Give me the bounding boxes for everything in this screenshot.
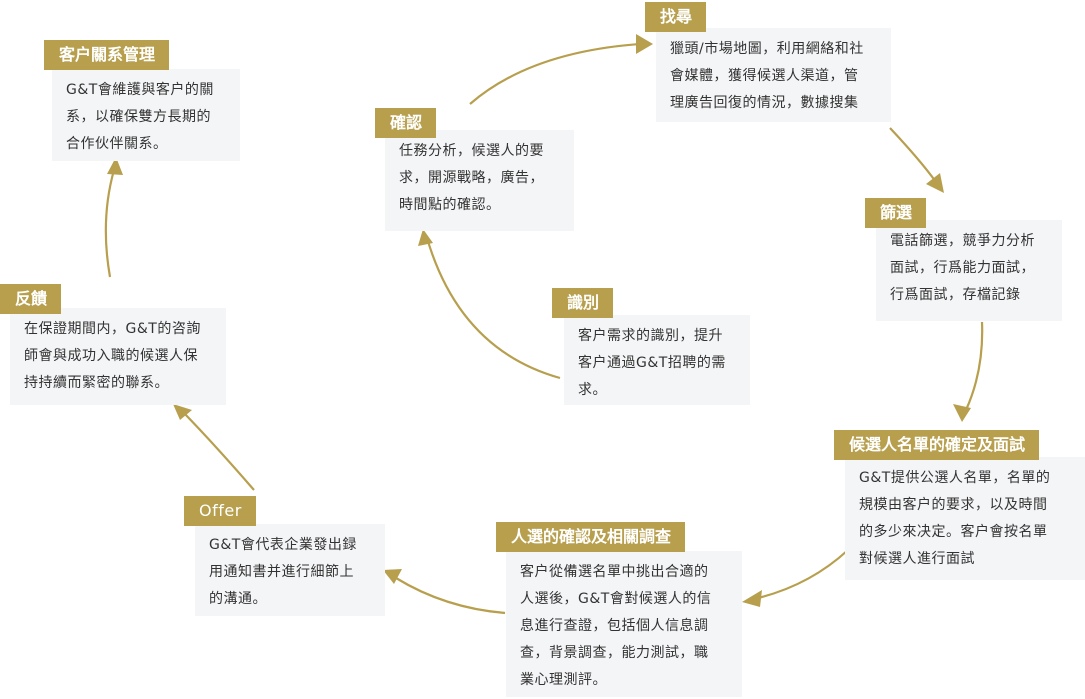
stage-line: 系，以確保雙方長期的	[66, 109, 211, 125]
arrow-shortlist-to-selection	[757, 549, 849, 600]
arrow-identify-to-confirm	[425, 237, 561, 380]
stage-line: 求，開源戰略，廣告，	[399, 170, 544, 186]
stage-box-offer: G&T會代表企業發出録 用通知書并進行細節上 的溝通。	[195, 524, 385, 616]
stage-title-search: 找尋	[645, 2, 707, 32]
stage-line: 師會與成功入職的候選人保	[24, 348, 198, 364]
stage-box-selection: 客户從備選名單中挑出合適的 人選後，G&T會對候選人的信 息進行查證，包括個人信…	[506, 551, 742, 697]
stage-line: 在保證期間内，G&T的咨詢	[24, 321, 201, 337]
stage-line: 客户從備選名單中挑出合適的	[520, 564, 709, 580]
stage-title-screening: 篩選	[865, 198, 927, 228]
stage-line: 求。	[578, 382, 607, 398]
arrowhead-feedback	[173, 404, 192, 420]
stage-line: 會媒體，獲得候選人渠道，管	[670, 68, 859, 84]
stage-title-confirm: 確認	[375, 108, 437, 138]
arrow-offer-to-feedback	[182, 411, 255, 491]
stage-line: 人選後，G&T會對候選人的信	[520, 591, 712, 607]
stage-line: 客户通過G&T招聘的需	[578, 355, 726, 371]
stage-line: 行爲面試，存檔記錄	[890, 287, 1021, 303]
stage-line: 合作伙伴關系。	[66, 136, 168, 152]
stage-line: 息進行查證，包括個人信息調	[520, 618, 709, 634]
stage-line: 持持續而緊密的聯系。	[24, 375, 169, 391]
stage-line: 業心理測評。	[520, 672, 607, 688]
stage-box-relationship: G&T會維護與客户的關 系，以確保雙方長期的 合作伙伴關系。	[52, 69, 240, 161]
arrowhead-screening	[926, 173, 944, 193]
arrow-screening-to-shortlist	[964, 321, 984, 411]
stage-title-selection: 人選的確認及相關調查	[496, 522, 686, 552]
stage-line: 時間點的確認。	[399, 197, 501, 213]
arrow-selection-to-offer	[395, 577, 506, 615]
stage-box-shortlist: G&T提供公選人名單，名單的 規模由客户的要求，以及時間 的多少來决定。客户會按…	[845, 457, 1085, 580]
stage-box-identify: 客户需求的識別，提升 客户通過G&T招聘的需 求。	[564, 315, 750, 405]
stage-box-search: 獵頭/市場地圖，利用網絡和社 會媒體，獲得候選人渠道，管 理廣告回復的情況，數據…	[656, 28, 891, 122]
stage-line: 客户需求的識別，提升	[578, 328, 723, 344]
stage-title-identify: 識別	[552, 288, 614, 318]
stage-box-feedback: 在保證期間内，G&T的咨詢 師會與成功入職的候選人保 持持續而緊密的聯系。	[10, 308, 226, 405]
stage-title-shortlist: 候選人名單的確定及面試	[834, 430, 1040, 460]
stage-line: G&T提供公選人名單，名單的	[859, 470, 1051, 486]
stage-line: 的多少來决定。客户會按名單	[859, 524, 1048, 540]
arrow-feedback-to-relationship	[104, 169, 116, 278]
stage-line: 任務分析，候選人的要	[399, 143, 544, 159]
stage-title-relationship: 客户關系管理	[44, 40, 170, 70]
stage-line: 獵頭/市場地圖，利用網絡和社	[670, 41, 864, 57]
stage-line: 查，背景調查，能力測試，職	[520, 645, 709, 661]
stage-line: 理廣告回復的情況，數據搜集	[670, 95, 859, 111]
arrow-confirm-to-search	[469, 42, 641, 105]
arrowhead-offer	[383, 569, 402, 584]
stage-title-offer: Offer	[184, 496, 256, 526]
stage-line: 用通知書并進行細節上	[209, 564, 354, 580]
arrowhead-confirm	[418, 229, 433, 246]
stage-line: G&T會維護與客户的關	[66, 82, 214, 98]
stage-line: 電話篩選，競爭力分析	[890, 233, 1035, 249]
stage-line: G&T會代表企業發出録	[209, 537, 357, 553]
stage-box-screening: 電話篩選，競爭力分析 面試，行爲能力面試， 行爲面試，存檔記錄	[876, 220, 1062, 321]
stage-line: 規模由客户的要求，以及時間	[859, 497, 1048, 513]
stage-line: 對候選人進行面試	[859, 551, 975, 567]
stage-box-confirm: 任務分析，候選人的要 求，開源戰略，廣告， 時間點的確認。	[385, 130, 574, 231]
stage-line: 的溝通。	[209, 591, 267, 607]
stage-title-feedback: 反饋	[0, 284, 62, 314]
arrowhead-relationship	[107, 157, 123, 175]
arrowhead-selection	[742, 590, 762, 607]
arrowhead-search	[636, 34, 653, 54]
arrowhead-shortlist	[953, 404, 971, 422]
arrow-search-to-screening	[889, 127, 937, 183]
stage-line: 面試，行爲能力面試，	[890, 260, 1035, 276]
